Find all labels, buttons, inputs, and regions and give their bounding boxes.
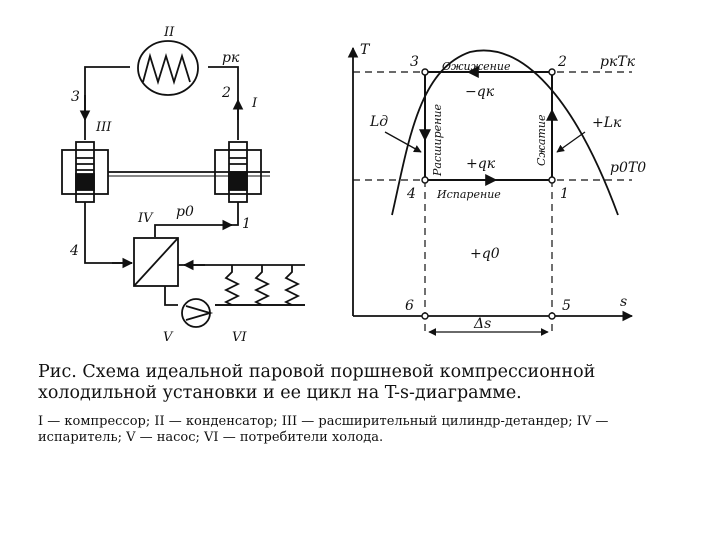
figure-caption: Рис. Схема идеальной паровой поршневой к…: [38, 362, 678, 446]
label-minus-qk: −qк: [465, 84, 495, 100]
label-p0-t0: p0T0: [610, 160, 646, 176]
ts-diagram: [347, 46, 634, 336]
pipe-1: [154, 212, 239, 237]
condenser-ii: [137, 40, 199, 96]
compressor-i: [214, 141, 262, 212]
label-vi: VI: [232, 330, 247, 345]
label-compression: Сжатие: [535, 114, 548, 166]
ts-point-1: 1: [560, 186, 569, 202]
refrigeration-scheme: [61, 40, 305, 328]
caption-main: Рис. Схема идеальной паровой поршневой к…: [38, 362, 596, 403]
label-expansion: Расширение: [431, 103, 444, 177]
figure-canvas: II pк 3 2 I III IV p0 1 4 V VI: [61, 25, 646, 345]
label-iii: III: [95, 120, 112, 135]
state-points: [421, 68, 556, 320]
ld-arrow: [384, 131, 422, 153]
label-point-1: 1: [242, 216, 251, 232]
evaporator-iv: [133, 237, 179, 287]
label-ld: Lд: [369, 114, 388, 130]
label-plus-q0: +q0: [470, 246, 500, 262]
axis-label-t: T: [360, 42, 371, 58]
pump-v: [181, 298, 214, 328]
label-ii: II: [163, 25, 175, 40]
label-point-4: 4: [69, 243, 79, 259]
label-plus-lk: +Lк: [592, 115, 622, 131]
lk-arrow: [556, 131, 586, 153]
caption-legend: I — компрессор; II — конденсатор; III — …: [38, 414, 609, 445]
ts-point-4: 4: [406, 186, 416, 202]
label-point-3: 3: [71, 89, 80, 105]
saturation-dome: [391, 49, 619, 216]
label-pk-tk: pкTк: [600, 54, 636, 70]
label-i: I: [251, 96, 258, 111]
label-delta-s: Δs: [473, 316, 491, 332]
label-point-2: 2: [221, 85, 231, 101]
ts-point-2: 2: [557, 54, 567, 70]
ts-point-3: 3: [410, 54, 419, 70]
ts-point-5: 5: [562, 298, 571, 314]
label-plus-qk: +qк: [466, 156, 496, 172]
expander-iii: [61, 141, 109, 212]
label-pk: pк: [222, 50, 240, 66]
label-p0: p0: [176, 204, 194, 220]
consumers-vi: [215, 265, 305, 306]
label-evaporation: Испарение: [436, 188, 501, 201]
ts-point-6: 6: [405, 298, 414, 314]
pipe-4: [84, 212, 132, 264]
label-condensation: Ожижение: [442, 60, 511, 73]
label-iv: IV: [137, 211, 154, 226]
label-v: V: [163, 330, 174, 345]
axis-label-s: s: [620, 294, 627, 310]
